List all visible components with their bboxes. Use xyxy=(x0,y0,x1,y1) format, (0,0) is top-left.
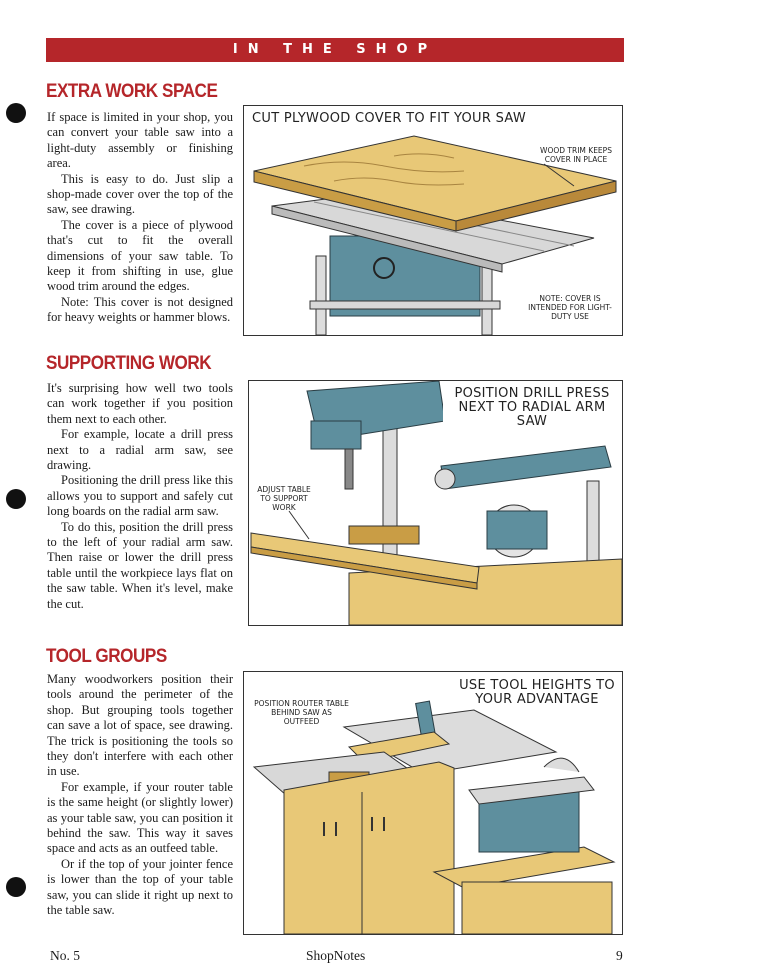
paragraph: Positioning the drill press like this al… xyxy=(47,473,233,519)
page-number: 9 xyxy=(616,948,623,963)
section-title: TOOL GROUPS xyxy=(46,646,167,667)
paragraph: To do this, position the drill press to … xyxy=(47,519,233,611)
binder-hole xyxy=(6,877,26,897)
paragraph: For example, locate a drill press next t… xyxy=(47,427,233,473)
table-saw-cover-illustration xyxy=(253,135,617,335)
binder-hole xyxy=(6,103,26,123)
figure-plywood-cover: CUT PLYWOOD COVER TO FIT YOUR SAW WOOD T… xyxy=(243,105,623,336)
section-body: Many woodworkers position their tools ar… xyxy=(47,672,233,919)
paragraph: The cover is a piece of plywood that's c… xyxy=(47,217,233,294)
paragraph: Many woodworkers position their tools ar… xyxy=(47,672,233,779)
figure-caption: USE TOOL HEIGHTS TO YOUR ADVANTAGE xyxy=(459,678,615,707)
binder-hole xyxy=(6,489,26,509)
paragraph: If space is limited in your shop, you ca… xyxy=(47,110,233,171)
paragraph: It's surprising how well two tools can w… xyxy=(47,381,233,426)
tool-groups-illustration xyxy=(252,700,616,934)
section-title: SUPPORTING WORK xyxy=(46,353,212,374)
figure-drill-press-radial-saw: POSITION DRILL PRESS NEXT TO RADIAL ARM … xyxy=(248,380,623,626)
drill-press-radial-saw-illustration xyxy=(250,381,622,625)
figure-note: WOOD TRIM KEEPS COVER IN PLACE xyxy=(540,146,612,164)
paragraph: For example, if your router table is the… xyxy=(47,779,233,856)
paragraph: Note: This cover is not designed for hea… xyxy=(47,294,233,325)
section-body: If space is limited in your shop, you ca… xyxy=(47,110,233,326)
section-banner: IN THE SHOP xyxy=(46,38,624,62)
figure-note: NOTE: COVER IS INTENDED FOR LIGHT-DUTY U… xyxy=(528,294,612,321)
paragraph: This is easy to do. Just slip a shop-mad… xyxy=(47,171,233,217)
figure-caption: CUT PLYWOOD COVER TO FIT YOUR SAW xyxy=(252,111,527,126)
section-body: It's surprising how well two tools can w… xyxy=(47,381,233,612)
figure-tool-groups: USE TOOL HEIGHTS TO YOUR ADVANTAGE POSIT… xyxy=(243,671,623,935)
publication-name: ShopNotes xyxy=(306,948,366,963)
figure-note: POSITION ROUTER TABLE BEHIND SAW AS OUTF… xyxy=(254,699,349,726)
figure-note: ADJUST TABLE TO SUPPORT WORK xyxy=(257,485,311,512)
figure-caption: POSITION DRILL PRESS NEXT TO RADIAL ARM … xyxy=(443,387,621,429)
issue-number: No. 5 xyxy=(50,948,80,963)
paragraph: Or if the top of your jointer fence is l… xyxy=(47,856,233,918)
section-title: EXTRA WORK SPACE xyxy=(46,81,218,102)
